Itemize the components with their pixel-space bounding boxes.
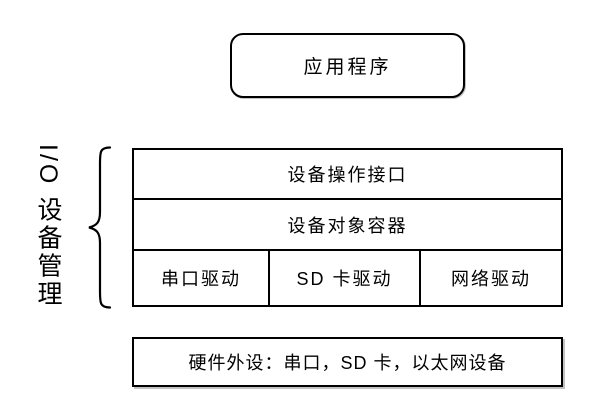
hardware-peripherals-box: 硬件外设：串口，SD 卡，以太网设备 <box>132 337 563 387</box>
device-object-container-row: 设备对象容器 <box>134 200 561 251</box>
application-box: 应用程序 <box>230 33 465 98</box>
device-operation-interface-row: 设备操作接口 <box>134 150 561 200</box>
driver-cell-serial: 串口驱动 <box>134 251 270 305</box>
io-management-side-label: I/O 设备管理 <box>34 144 62 309</box>
driver-cell-sdcard: SD 卡驱动 <box>270 251 421 305</box>
driver-row: 串口驱动 SD 卡驱动 网络驱动 <box>134 251 561 305</box>
io-stack: 设备操作接口 设备对象容器 串口驱动 SD 卡驱动 网络驱动 <box>132 148 563 307</box>
curly-brace-icon <box>88 146 112 309</box>
driver-cell-network: 网络驱动 <box>451 269 531 289</box>
